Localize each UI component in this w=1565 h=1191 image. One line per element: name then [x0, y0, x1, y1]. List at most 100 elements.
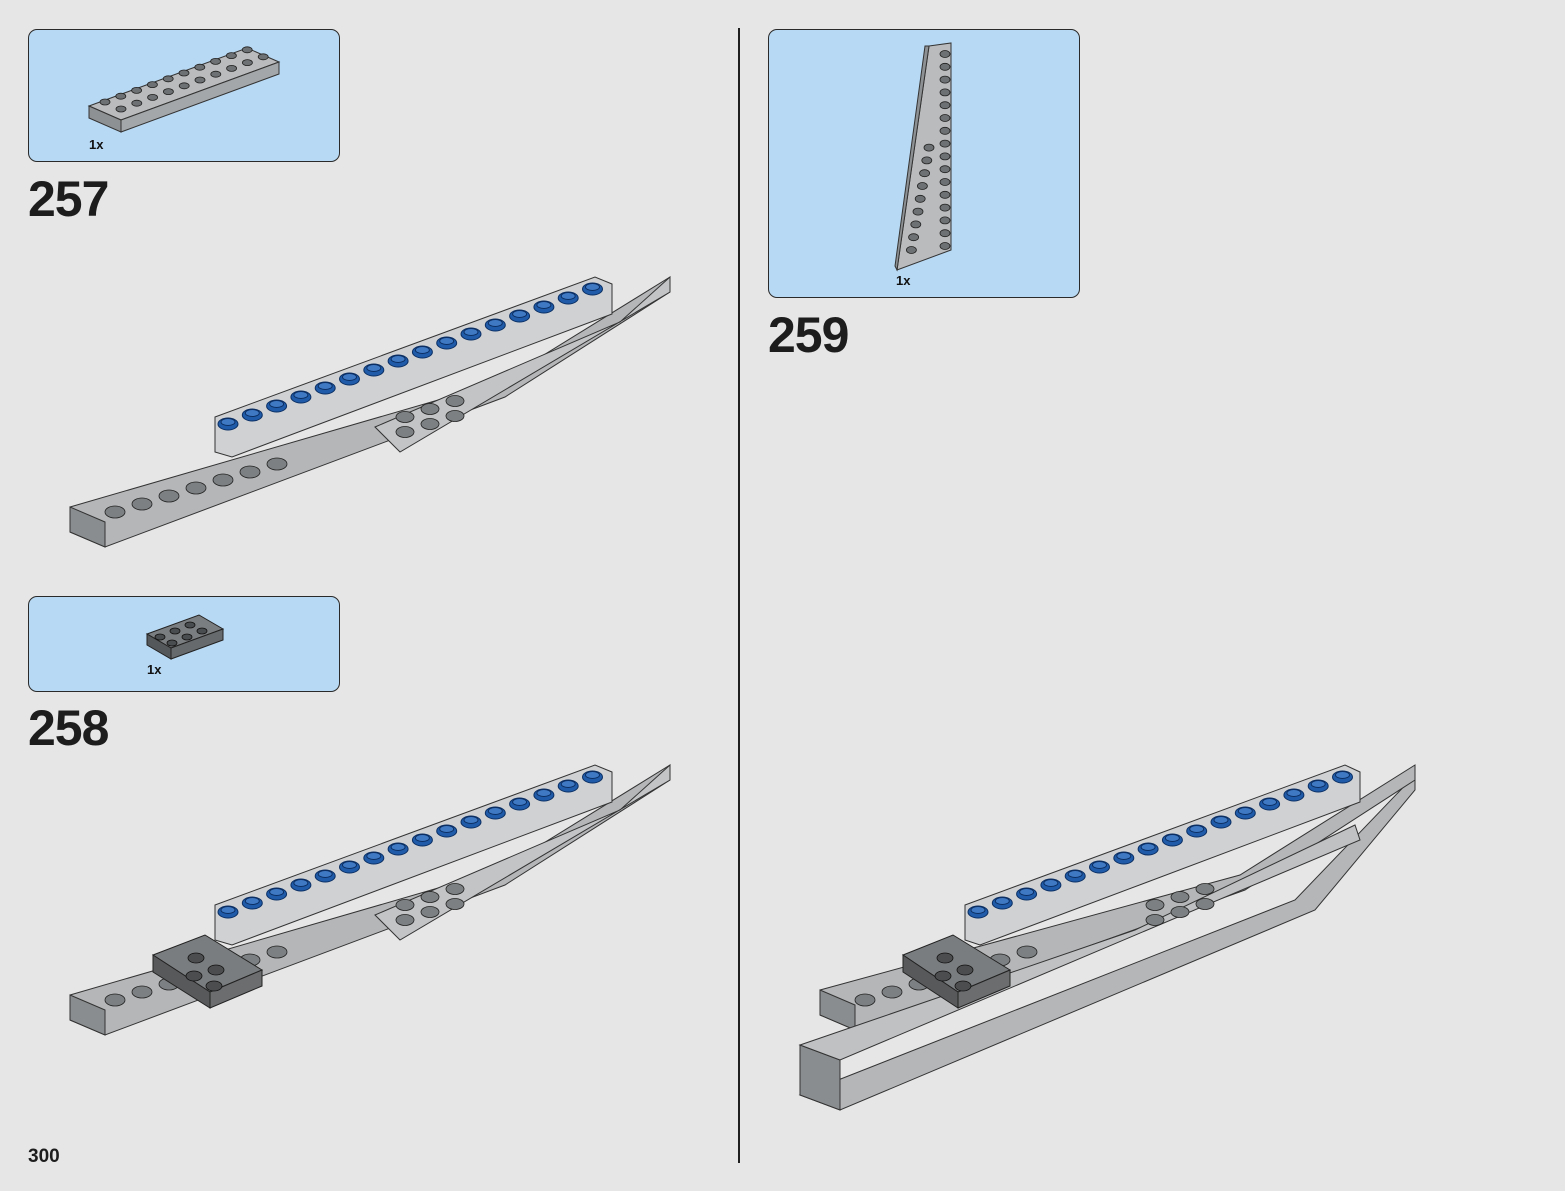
- plate-2x3-icon: [145, 614, 225, 660]
- stud-icon: [210, 70, 222, 78]
- stud-icon: [115, 92, 127, 100]
- stud-icon: [266, 945, 288, 959]
- blue-stud-icon: [439, 825, 455, 833]
- blue-stud-icon: [1092, 861, 1107, 869]
- stud-icon: [225, 52, 237, 60]
- parts-box-step-257: 1x: [28, 29, 340, 162]
- stud-icon: [420, 891, 440, 903]
- blue-stud-icon: [1189, 825, 1205, 833]
- stud-icon: [420, 403, 440, 415]
- blue-stud-icon: [536, 301, 552, 309]
- stud-icon: [104, 505, 126, 519]
- blue-stud-icon: [390, 843, 406, 851]
- blue-stud-icon: [1286, 789, 1302, 797]
- blue-stud-icon: [1043, 879, 1059, 887]
- stud-icon: [919, 169, 931, 178]
- stud-icon: [420, 418, 440, 430]
- parts-box-step-258: 1x: [28, 596, 340, 692]
- stud-icon: [257, 53, 269, 61]
- stud-icon: [916, 182, 928, 190]
- stud-icon: [939, 101, 951, 110]
- stud-icon: [178, 69, 190, 77]
- stud-icon: [939, 229, 951, 238]
- stud-icon: [131, 99, 143, 107]
- stud-icon: [266, 457, 288, 471]
- stud-icon: [420, 906, 440, 918]
- blue-stud-icon: [1019, 888, 1035, 896]
- blue-stud-icon: [342, 861, 357, 869]
- stud-icon: [881, 985, 903, 999]
- stud-icon: [923, 143, 935, 152]
- blue-stud-icon: [487, 807, 503, 815]
- blue-stud-icon: [1140, 843, 1156, 851]
- blue-stud-icon: [585, 771, 600, 779]
- stud-icon: [178, 82, 190, 90]
- part-quantity: 1x: [896, 273, 911, 288]
- step-number-259: 259: [768, 307, 849, 363]
- stud-icon: [131, 985, 153, 999]
- blue-stud-icon: [414, 834, 430, 842]
- stud-icon: [939, 165, 951, 174]
- stud-icon: [939, 88, 951, 97]
- stud-icon: [445, 410, 465, 422]
- stud-icon: [241, 59, 253, 66]
- stud-icon: [185, 481, 207, 495]
- stud-icon: [445, 395, 465, 407]
- stud-icon: [1170, 906, 1190, 918]
- blue-stud-icon: [317, 382, 333, 390]
- stud-icon: [194, 76, 206, 84]
- stud-icon: [99, 98, 111, 106]
- stud-icon: [905, 246, 917, 254]
- stud-icon: [212, 473, 234, 487]
- blue-stud-icon: [293, 879, 309, 887]
- blue-stud-icon: [512, 798, 528, 806]
- stud-icon: [194, 63, 206, 71]
- assembly-257-illustration: [69, 275, 671, 548]
- stud-icon: [147, 81, 158, 88]
- stud-icon: [131, 497, 153, 511]
- stud-icon: [445, 898, 465, 910]
- blue-stud-icon: [342, 373, 357, 381]
- page-number: 300: [28, 1146, 60, 1167]
- blue-stud-icon: [463, 328, 479, 336]
- stud-icon: [939, 242, 951, 250]
- blue-stud-icon: [1262, 798, 1278, 806]
- blue-stud-icon: [269, 888, 285, 896]
- wedge-plate-icon: [894, 42, 952, 272]
- stud-icon: [910, 220, 922, 229]
- stud-icon: [939, 75, 951, 84]
- blue-stud-icon: [560, 780, 576, 788]
- column-divider: [738, 28, 740, 1163]
- blue-stud-icon: [220, 906, 236, 914]
- blue-stud-icon: [994, 897, 1010, 905]
- stud-icon: [239, 465, 261, 479]
- stud-icon: [1145, 899, 1165, 911]
- blue-stud-icon: [585, 283, 600, 291]
- stud-icon: [210, 57, 222, 65]
- blue-stud-icon: [536, 789, 552, 797]
- stud-icon: [939, 126, 951, 135]
- stud-icon: [395, 914, 415, 926]
- step-number-258: 258: [28, 700, 109, 756]
- blue-stud-icon: [366, 852, 382, 860]
- stud-icon: [939, 178, 951, 186]
- blue-stud-icon: [1116, 852, 1132, 860]
- stud-icon: [241, 46, 253, 54]
- blue-stud-icon: [1213, 816, 1229, 824]
- blue-stud-icon: [487, 319, 503, 327]
- blue-stud-icon: [1310, 780, 1326, 788]
- stud-icon: [395, 411, 415, 423]
- stud-icon: [158, 489, 180, 503]
- blue-stud-icon: [390, 355, 406, 363]
- stud-icon: [395, 426, 415, 438]
- stud-icon: [939, 216, 951, 225]
- blue-stud-icon: [1335, 771, 1350, 779]
- stud-icon: [908, 233, 920, 242]
- blue-stud-icon: [244, 409, 260, 417]
- blue-stud-icon: [1237, 807, 1253, 815]
- stud-icon: [939, 139, 951, 148]
- assembly-258-illustration: [69, 763, 671, 1036]
- stud-icon: [914, 194, 926, 203]
- stud-icon: [939, 152, 951, 161]
- stud-icon: [854, 993, 876, 1007]
